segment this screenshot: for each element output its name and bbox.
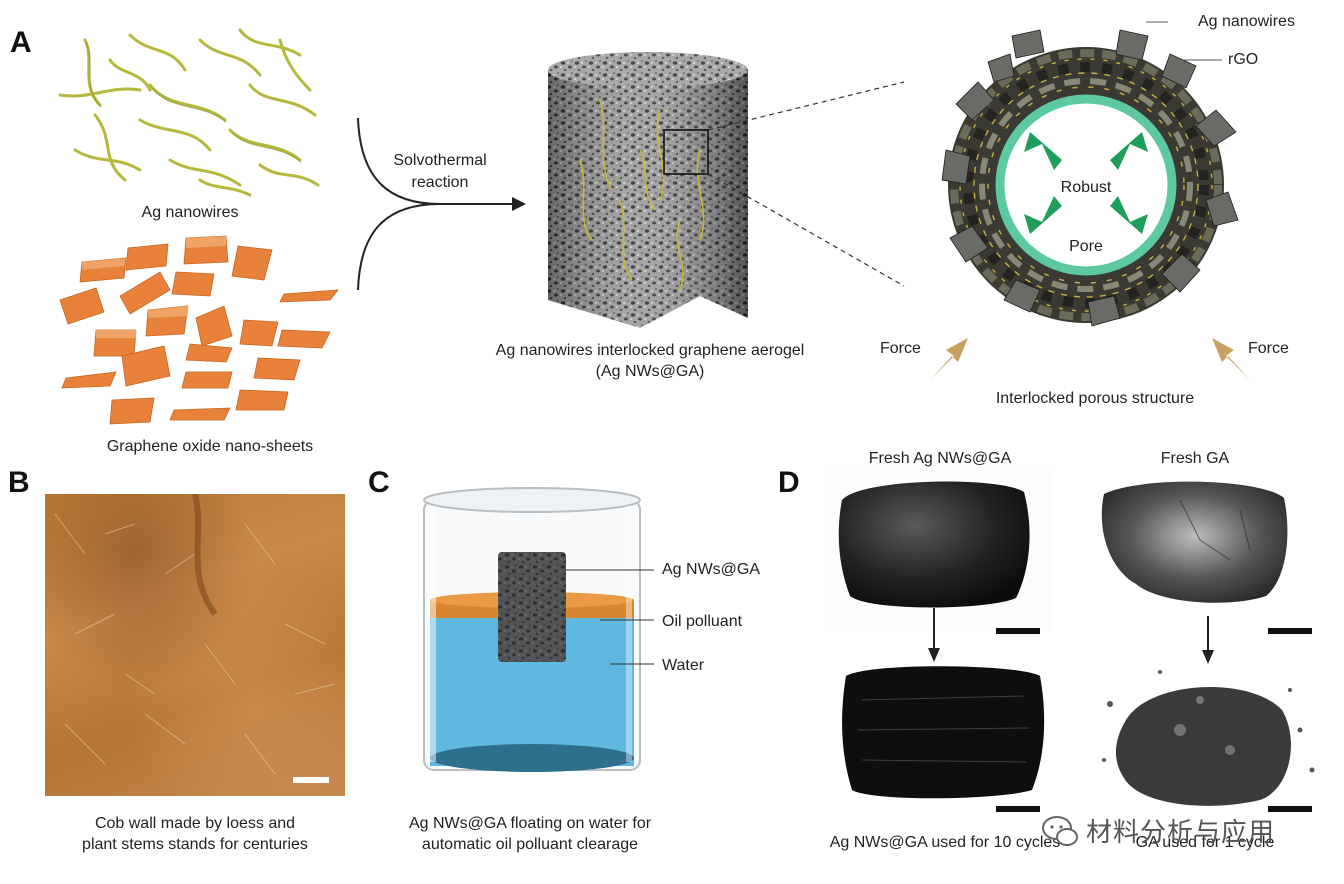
fresh-ga-sample: [1101, 481, 1288, 603]
sample-block-illustration: [498, 552, 566, 662]
reaction-arrow-head: [512, 197, 526, 211]
graphene-oxide-label: Graphene oxide nano-sheets: [106, 438, 314, 455]
aerogel-cylinder-illustration: [548, 52, 748, 328]
pore-label: Pore: [1069, 238, 1103, 255]
fresh-agnws-sample: [838, 481, 1030, 608]
force-arrow-right: [1212, 338, 1250, 380]
cob-wall-caption-2: plant stems stands for centuries: [82, 836, 308, 853]
structure-label: Interlocked porous structure: [995, 390, 1195, 407]
porous-structure-illustration: [941, 21, 1239, 327]
fresh-agnws-label: Fresh Ag NWs@GA: [868, 450, 1012, 467]
callout-rgo: rGO: [1228, 51, 1259, 68]
watermark-badge: 材料分析与应用: [1040, 808, 1330, 852]
crumbled-ga-sample: [1102, 670, 1315, 806]
aerogel-label-1: Ag nanowires interlocked graphene aeroge…: [495, 342, 805, 359]
cob-wall-photo: [45, 494, 345, 796]
graphene-oxide-sheets-illustration: [59, 235, 339, 425]
force-left-label: Force: [880, 340, 921, 357]
panel-b-letter: B: [8, 466, 30, 499]
used-agnws-sample: [842, 666, 1045, 799]
force-right-label: Force: [1248, 340, 1289, 357]
fresh-ga-label: Fresh GA: [1160, 450, 1230, 467]
callout-water: Water: [662, 657, 705, 674]
reaction-arrow: [357, 117, 515, 291]
reaction-label-2: reaction: [411, 174, 469, 191]
watermark-text: 材料分析与应用: [1086, 818, 1276, 848]
cob-wall-texture: [54, 494, 336, 783]
callout-sample: Ag NWs@GA: [662, 561, 761, 578]
callout-oil: Oil polluant: [662, 613, 743, 630]
aerogel-label-2: (Ag NWs@GA): [595, 363, 705, 380]
chat-bubble-icon: [1042, 816, 1078, 846]
beaker-caption-2: automatic oil polluant clearage: [421, 836, 639, 853]
reaction-label-1: Solvothermal: [393, 152, 487, 169]
beaker-caption-1: Ag NWs@GA floating on water for: [408, 815, 652, 832]
used-agnws-label: Ag NWs@GA used for 10 cycles: [829, 834, 1061, 851]
used-ga-label: GA used for 1 cycle: [1135, 834, 1275, 851]
panel-c-letter: C: [368, 466, 390, 499]
cob-wall-caption-1: Cob wall made by loess and: [94, 815, 296, 832]
ag-nanowires-label: Ag nanowires: [141, 204, 239, 221]
robust-label: Robust: [1060, 179, 1112, 196]
callout-ag-nanowires: Ag nanowires: [1198, 13, 1295, 30]
panel-a-letter: A: [10, 26, 32, 59]
ag-nanowires-illustration: [58, 28, 320, 197]
panel-d-letter: D: [778, 466, 800, 499]
force-arrow-left: [930, 338, 968, 380]
